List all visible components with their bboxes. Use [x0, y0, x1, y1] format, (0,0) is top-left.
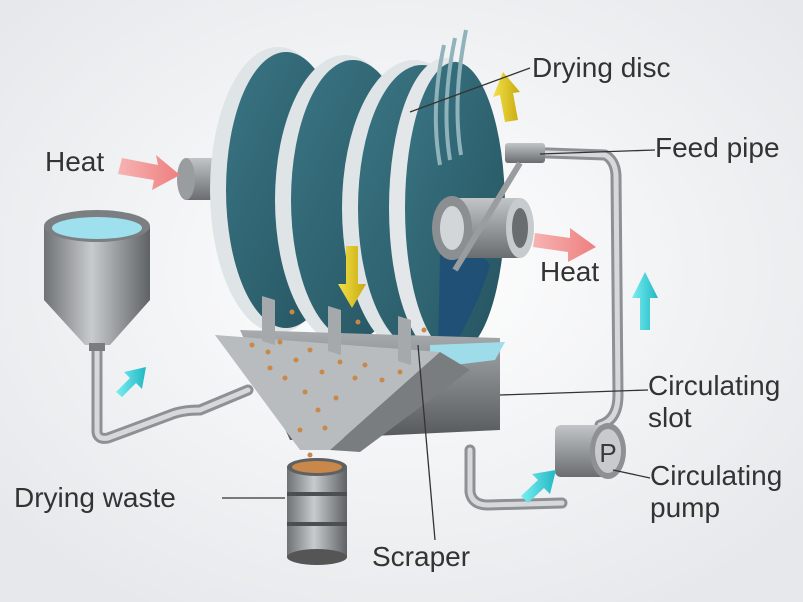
- circulating-slot-trough: [215, 330, 505, 452]
- rotation-arrow-up: [493, 72, 520, 122]
- heat-label-right: Heat: [540, 256, 600, 287]
- circulating-pump: P: [555, 423, 626, 479]
- flow-arrow-pump: [521, 470, 556, 503]
- flow-arrow-up: [632, 272, 658, 330]
- hopper: [44, 210, 150, 351]
- circulation-pipe: [464, 146, 624, 511]
- feed-pipe-joint: [452, 143, 545, 272]
- heat-label-left: Heat: [45, 146, 105, 177]
- scraped-material: [438, 247, 490, 354]
- scraper-label: Scraper: [372, 541, 471, 572]
- feed-pipe-label: Feed pipe: [655, 132, 780, 163]
- drying-disc-label: Drying disc: [532, 52, 671, 83]
- right-shaft: [432, 196, 534, 260]
- hopper-pipe: [91, 334, 254, 444]
- heat-arrow-right: [533, 228, 596, 262]
- leader-lines: [222, 67, 656, 541]
- heat-arrow-left: [118, 155, 180, 190]
- feed-pipe-tubes: [433, 29, 468, 166]
- waste-barrel: [287, 458, 347, 565]
- scrapers: [262, 296, 411, 365]
- flow-arrow-hopper: [116, 367, 146, 397]
- rotation-arrow-down: [338, 246, 366, 308]
- drying-waste-label: Drying waste: [14, 482, 176, 513]
- pump-letter: P: [599, 438, 616, 468]
- circulating-pump-label: Circulating pump: [650, 460, 783, 524]
- particles: [249, 309, 427, 473]
- circulating-slot-label: Circulating slot: [648, 370, 781, 434]
